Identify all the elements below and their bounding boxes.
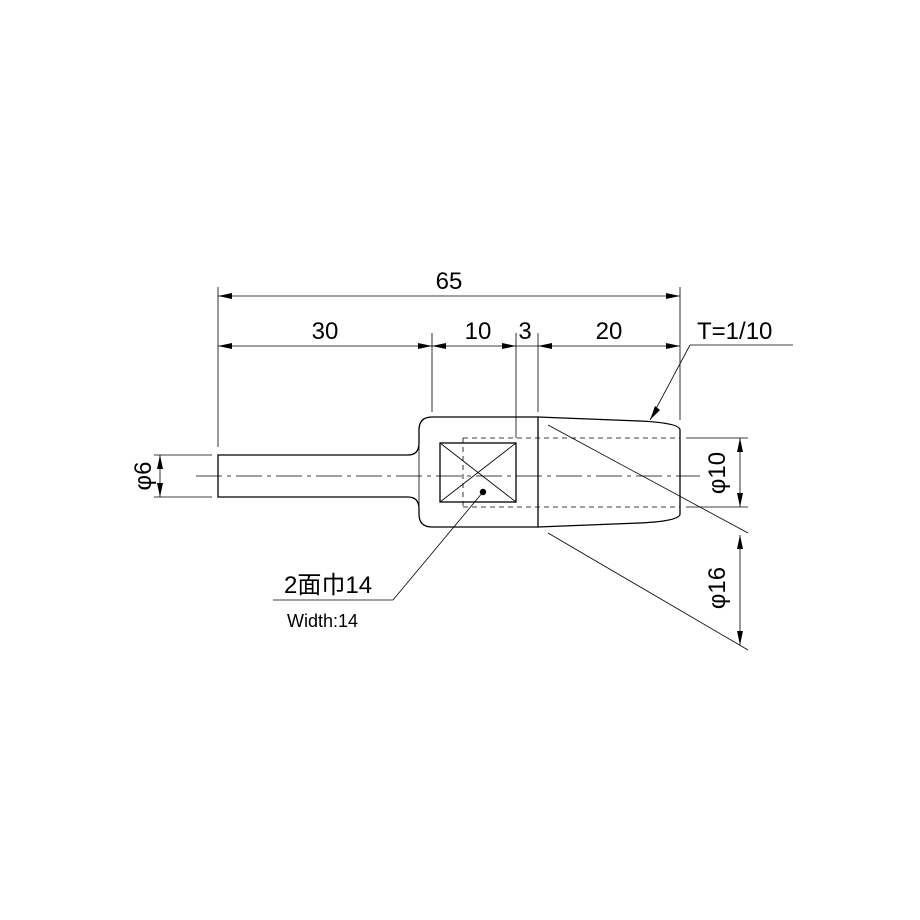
flat-square — [439, 442, 517, 503]
dim-small-diameter: φ10 — [704, 452, 731, 494]
leaders — [273, 344, 793, 601]
shank-outline — [217, 416, 539, 528]
taper-annotation: T=1/10 — [697, 318, 772, 345]
flat-width-label-jp: 2面巾14 — [284, 572, 372, 599]
dim-taper-length: 20 — [596, 318, 623, 345]
taper-outline — [537, 416, 681, 528]
extension-lines — [154, 287, 749, 651]
dim-square-length: 10 — [465, 318, 492, 345]
dim-large-diameter: φ16 — [704, 567, 731, 609]
part-outline — [217, 416, 681, 528]
dim-shank-length: 30 — [312, 318, 339, 345]
dim-gap-length: 3 — [518, 318, 531, 345]
dim-shank-diameter: φ6 — [130, 462, 157, 491]
hidden-bore — [462, 437, 680, 508]
dimension-lines — [157, 293, 743, 645]
flat-diagonal — [439, 442, 517, 503]
flat-width-label-en: Width:14 — [287, 611, 358, 631]
dim-overall-length: 65 — [436, 268, 463, 295]
